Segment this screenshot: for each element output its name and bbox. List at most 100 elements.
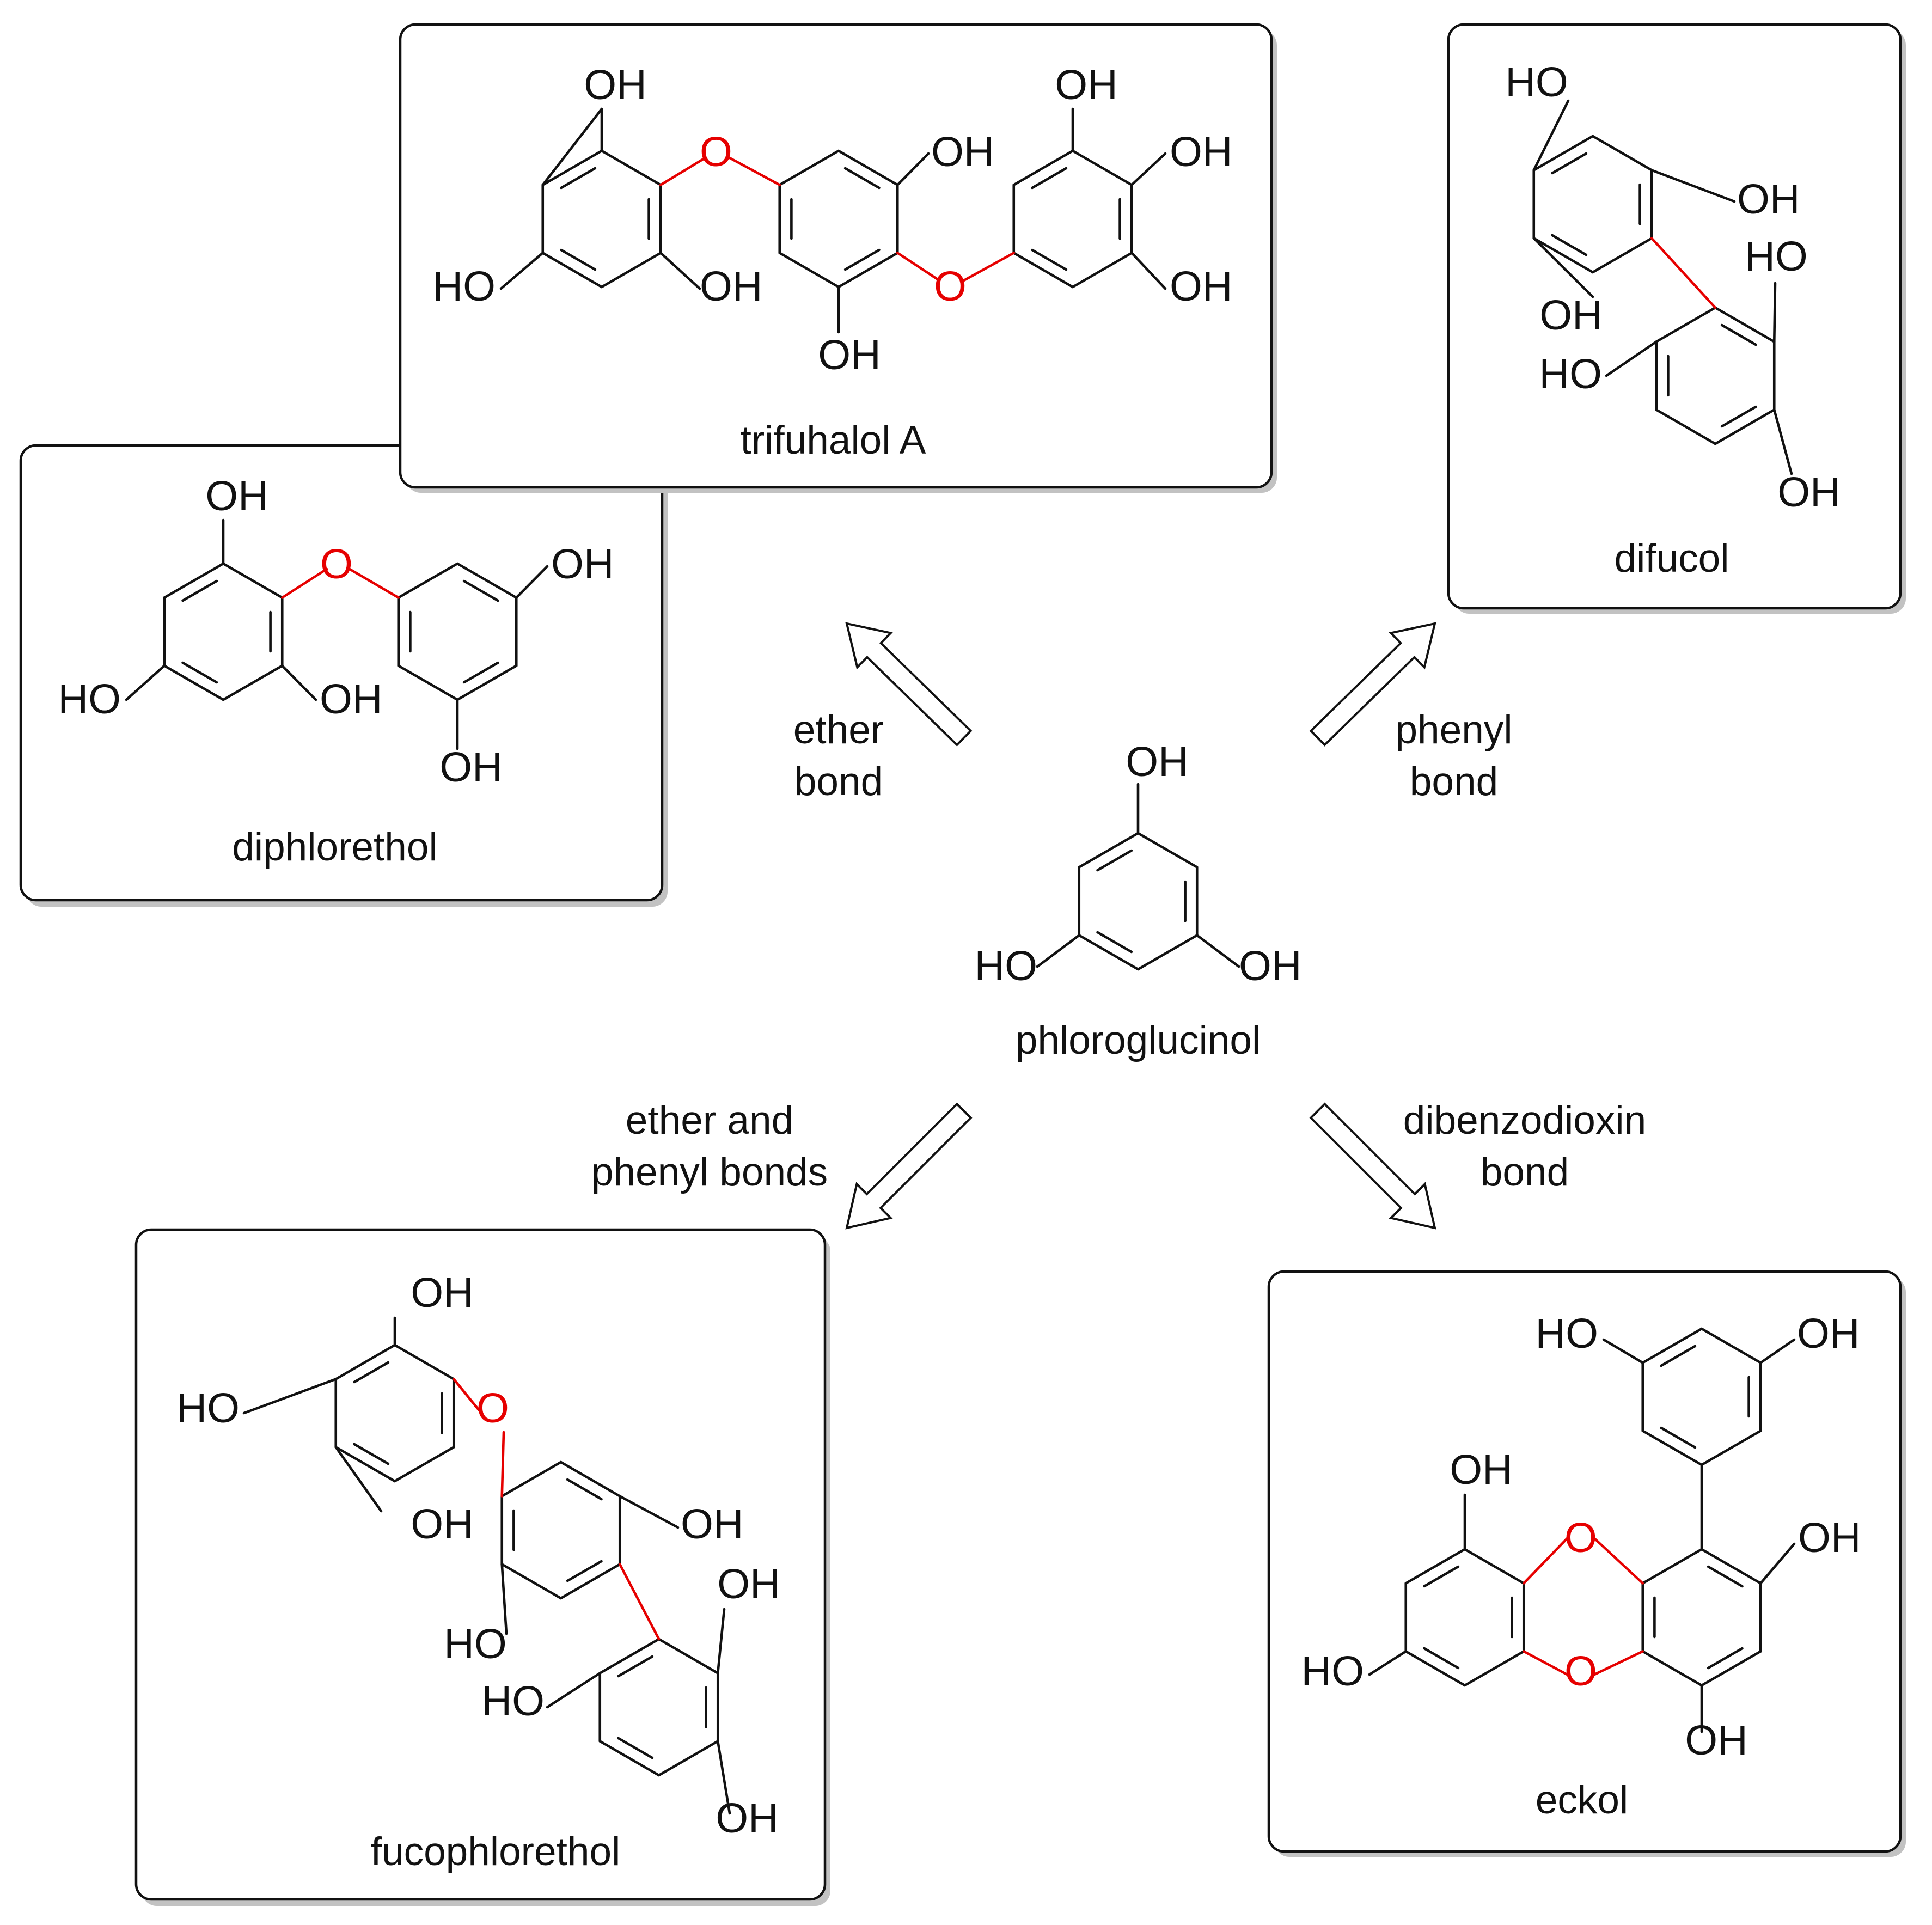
- ring-bond: [778, 149, 840, 186]
- ring-bond: [397, 562, 459, 599]
- double-bond: [843, 167, 881, 190]
- arrow-label-line: bond: [1410, 760, 1498, 804]
- ether-oxygen-label: O: [320, 541, 353, 588]
- hydroxyl-label: OH: [700, 263, 763, 310]
- ring-bond: [1655, 408, 1717, 445]
- substituent-bond: [515, 565, 549, 599]
- double-bond: [566, 1560, 603, 1582]
- diphlorethol-atom-labels: OH O OH HO OH OH: [58, 473, 614, 791]
- compound-name-eckol: eckol: [1536, 1778, 1628, 1822]
- ring-bond: [1641, 1327, 1703, 1364]
- ring-bond: [1655, 306, 1717, 343]
- highlighted-bond: [962, 252, 1016, 282]
- hydroxyl-label: OH: [411, 1501, 474, 1548]
- box-diphlorethol: [19, 444, 668, 907]
- hydroxyl-label: OH: [717, 1561, 780, 1608]
- double-bond: [1551, 234, 1588, 256]
- ring-bond: [334, 1446, 396, 1483]
- substituent-bond: [1772, 282, 1777, 343]
- ring-bond: [598, 1637, 661, 1675]
- difucol-atom-labels: HO OH HO OH HO OH: [1505, 59, 1841, 516]
- ether-oxygen-label: O: [476, 1385, 509, 1432]
- phloroglucinol-structure: [1036, 783, 1240, 971]
- substituent-bond: [546, 1672, 602, 1709]
- substituent-bond: [125, 664, 166, 701]
- hydroxyl-label: OH: [1685, 1717, 1748, 1764]
- substituent-bond: [1602, 1338, 1644, 1364]
- ring-bond: [1714, 306, 1776, 343]
- ring-bond: [397, 664, 459, 701]
- highlighted-bond: [280, 567, 328, 599]
- compound-name-diphlorethol: diphlorethol: [232, 825, 437, 869]
- hydroxyl-label: OH: [681, 1501, 744, 1548]
- arrow-label-line: dibenzodioxin: [1403, 1098, 1646, 1142]
- substituent-bond: [1772, 408, 1793, 475]
- substituent-bond: [1368, 1650, 1408, 1676]
- hydroxyl-label: OH: [931, 129, 994, 175]
- arrow-label-line: ether and: [626, 1098, 793, 1142]
- highlighted-bond: [896, 252, 941, 282]
- ring-bond: [1404, 1548, 1466, 1585]
- hydroxyl-label: OH: [551, 541, 614, 588]
- hydroxyl-label: HO: [58, 676, 121, 723]
- ring-bond: [1700, 1548, 1762, 1585]
- arrow-label-ether-and-phenyl-bonds: ether and phenyl bonds: [591, 1098, 828, 1194]
- arrow-to-trifuhalol: [845, 622, 973, 747]
- hydroxyl-label: HO: [433, 263, 496, 310]
- hydroxyl-label: OH: [1737, 176, 1800, 223]
- double-bond: [181, 661, 218, 684]
- ring-bond: [1463, 1650, 1525, 1687]
- ring-bond: [1714, 408, 1776, 445]
- box-difucol: [1447, 23, 1906, 614]
- substituent-bond: [1759, 1542, 1796, 1585]
- double-bond: [1660, 1426, 1697, 1449]
- substituent-bond: [659, 252, 701, 290]
- ring-bond: [334, 1343, 396, 1380]
- substituent-bond: [716, 1608, 726, 1675]
- substituent-bond: [334, 1446, 383, 1513]
- box-fucophlorethol: [134, 1228, 830, 1906]
- fucophlorethol-atom-labels: OH HO O OH OH OH HO HO OH: [177, 1269, 780, 1842]
- substituent-bond: [1650, 169, 1736, 203]
- substituent-bond: [1532, 237, 1594, 298]
- ring-bond: [1012, 149, 1074, 186]
- arrow-label-line: phenyl bonds: [591, 1150, 828, 1194]
- ring-bond: [1078, 832, 1140, 869]
- double-bond: [617, 1737, 654, 1759]
- arrow-label-phenyl-bond: phenyl bond: [1395, 708, 1512, 804]
- substituent-bond: [896, 152, 930, 186]
- ether-oxygen-label: O: [700, 129, 732, 175]
- highlighted-bond: [348, 567, 400, 599]
- diphlorethol-structure: [125, 518, 549, 750]
- substituent-bond: [541, 107, 603, 186]
- double-bond: [617, 1655, 654, 1678]
- hydroxyl-label: OH: [439, 744, 503, 791]
- double-bond: [560, 167, 597, 190]
- hydroxyl-label: OH: [818, 332, 881, 378]
- double-bond: [843, 248, 881, 271]
- ring-bond: [1532, 135, 1594, 172]
- arrow-label-line: phenyl: [1395, 708, 1512, 752]
- double-bond: [462, 579, 499, 602]
- double-bond: [1423, 1565, 1460, 1588]
- ring-bond: [1071, 252, 1133, 289]
- double-bond: [1096, 849, 1133, 872]
- ring-bond: [456, 664, 518, 701]
- hydroxyl-label: OH: [320, 676, 383, 723]
- highlighted-bond: [728, 156, 781, 186]
- ring-bond: [837, 252, 899, 289]
- hydroxyl-label: HO: [1505, 59, 1568, 106]
- compound-name-trifuhalol-a: trifuhalol A: [741, 418, 926, 462]
- ring-bond: [1700, 1429, 1762, 1466]
- hydroxyl-label: OH: [411, 1269, 474, 1316]
- highlighted-bond: [1593, 1650, 1644, 1676]
- arrow-label-line: bond: [794, 760, 883, 804]
- ring-bond: [222, 664, 284, 701]
- double-bond: [1551, 152, 1588, 175]
- double-bond: [1423, 1647, 1460, 1670]
- substituent-bond: [280, 664, 317, 701]
- arrow-label-line: ether: [793, 708, 884, 752]
- hydroxyl-label: HO: [975, 943, 1038, 989]
- ring-bond: [1591, 135, 1653, 172]
